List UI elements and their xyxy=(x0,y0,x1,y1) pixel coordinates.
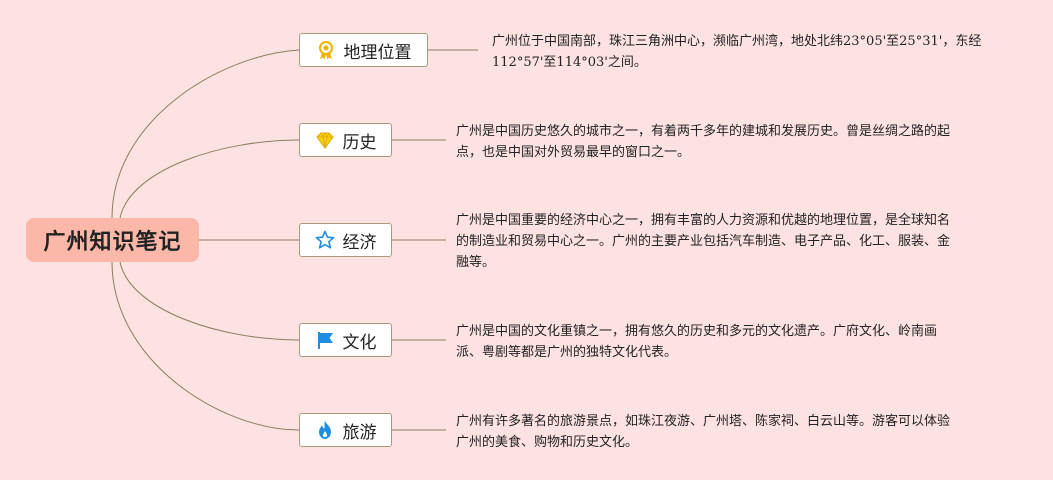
note-tourism: 广州有许多著名的旅游景点，如珠江夜游、广州塔、陈家祠、白云山等。游客可以体验广州… xyxy=(456,414,951,450)
award-ribbon-icon xyxy=(316,40,336,60)
flag-icon xyxy=(315,330,335,350)
branch-geography[interactable]: 地理位置 xyxy=(299,33,428,67)
connector-history xyxy=(119,139,300,219)
branch-history-label: 历史 xyxy=(342,132,377,153)
branch-economy-label: 经济 xyxy=(342,232,377,253)
note-history: 广州是中国历史悠久的城市之一，有着两千多年的建城和发展历史。曾是丝绸之路的起点，… xyxy=(456,124,951,160)
branch-history[interactable]: 历史 xyxy=(299,123,392,157)
branch-geography-label: 地理位置 xyxy=(343,42,412,63)
flame-icon xyxy=(315,420,335,440)
branch-culture[interactable]: 文化 xyxy=(299,323,392,357)
diamond-icon xyxy=(315,130,335,150)
note-economy: 广州是中国重要的经济中心之一，拥有丰富的人力资源和优越的地理位置，是全球知名的制… xyxy=(456,213,951,270)
branch-tourism-label: 旅游 xyxy=(342,422,377,443)
note-culture: 广州是中国的文化重镇之一，拥有悠久的历史和多元的文化遗产。广府文化、岭南画派、粤… xyxy=(456,324,938,360)
connector-culture xyxy=(119,261,300,341)
branch-tourism[interactable]: 旅游 xyxy=(299,413,392,447)
root-topic-label: 广州知识笔记 xyxy=(43,230,182,255)
root-topic[interactable]: 广州知识笔记 xyxy=(26,218,199,262)
star-icon xyxy=(315,230,335,250)
connector-geo xyxy=(111,49,300,219)
note-geography: 广州位于中国南部，珠江三角洲中心，濒临广州湾，地处北纬23°05'至25°31'… xyxy=(492,34,982,70)
branch-culture-label: 文化 xyxy=(342,332,377,353)
branch-economy[interactable]: 经济 xyxy=(299,223,392,257)
connector-tourism xyxy=(111,261,300,431)
